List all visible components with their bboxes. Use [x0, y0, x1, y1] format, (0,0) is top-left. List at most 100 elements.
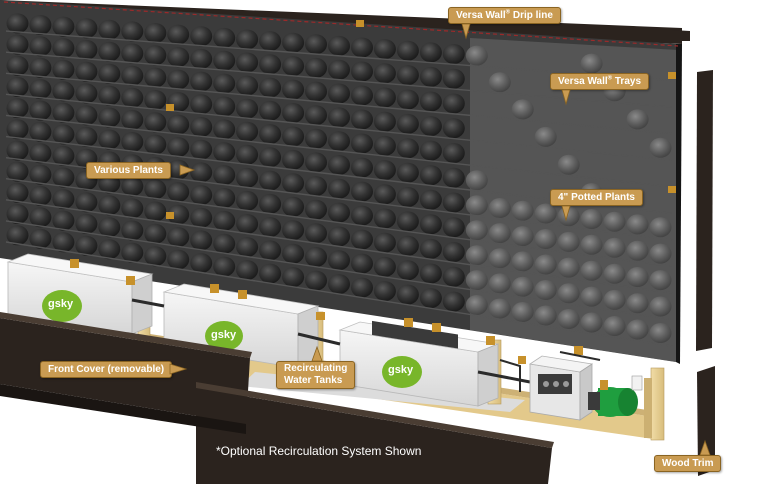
plant-pot	[282, 220, 305, 241]
plant-pot	[52, 16, 75, 37]
plant-pot	[29, 207, 52, 228]
plant-pot	[488, 248, 511, 269]
trays-label: Versa Wall® Trays	[550, 73, 650, 90]
electrical-outlet	[631, 375, 643, 391]
plant-pot	[167, 204, 190, 225]
potted-plants-label: 4" Potted Plants	[550, 189, 643, 206]
plant-pot	[649, 270, 672, 291]
drip-fitting	[668, 186, 676, 193]
plant-pot	[121, 43, 144, 64]
plant-pot	[396, 113, 419, 134]
plant-pot	[373, 160, 396, 181]
tray-shelf	[5, 72, 673, 135]
plant-pot	[29, 185, 52, 206]
plant-pot	[282, 79, 305, 100]
plant-pot	[6, 225, 29, 246]
plant-pot	[144, 90, 167, 110]
plant-pot	[396, 138, 419, 159]
plant-pot	[603, 316, 626, 336]
plant-pot	[580, 53, 603, 74]
plant-pot	[282, 243, 305, 264]
plant-pot	[190, 162, 213, 183]
plant-pot	[442, 266, 465, 287]
plant-pot	[167, 227, 190, 248]
plant-pot	[213, 188, 236, 208]
plant-pot	[534, 229, 557, 249]
plant-pot	[488, 198, 511, 218]
plant-pot	[282, 32, 305, 53]
tray-shelf	[5, 30, 673, 82]
front-cover-label: Front Cover (removable)	[40, 361, 173, 378]
plant-pot	[167, 47, 190, 68]
plant-pot	[603, 289, 626, 310]
plant-pot	[373, 184, 396, 205]
plant-pot	[213, 27, 236, 48]
plant-pot	[396, 260, 419, 281]
plant-pot	[29, 36, 52, 57]
wood-trim-board-upper	[696, 70, 713, 351]
plant-pot	[6, 76, 29, 97]
plant-pot	[305, 128, 327, 149]
plant-pot	[236, 29, 259, 50]
plant-pot	[52, 210, 75, 231]
plant-pot	[259, 263, 282, 284]
plant-pot	[580, 209, 603, 229]
plant-pot	[511, 226, 534, 247]
plant-pot	[328, 131, 350, 152]
plant-pot	[396, 284, 419, 305]
drip-line	[3, 1, 679, 47]
plant-pot	[580, 234, 603, 255]
plant-pot	[98, 195, 121, 216]
plant-pot	[488, 298, 511, 319]
plant-pot	[351, 253, 373, 274]
plant-pot	[144, 246, 167, 267]
plant-pot	[557, 257, 580, 278]
plant-pot	[190, 230, 213, 251]
plant-pot	[29, 164, 52, 185]
plant-pot	[328, 155, 350, 175]
plant-pot	[259, 54, 282, 75]
plant-pot	[419, 189, 442, 210]
plant-pot	[557, 231, 580, 252]
plant-pot	[465, 170, 488, 191]
plant-pot	[6, 204, 29, 224]
plant-pot	[190, 117, 213, 137]
plant-pot	[52, 59, 75, 80]
plant-pot	[29, 121, 52, 142]
plant-pot	[121, 198, 144, 219]
plant-pot	[373, 256, 396, 277]
plant-pot	[213, 165, 236, 186]
plant-pot	[236, 214, 259, 234]
plant-pot	[75, 126, 98, 147]
plant-pot	[305, 223, 327, 244]
plant-pot	[305, 34, 327, 55]
water-pump	[588, 380, 638, 417]
plant-pot	[236, 237, 259, 258]
plant-pot	[259, 31, 282, 52]
plant-pot	[511, 276, 534, 297]
tank-brand-logo: gsky	[388, 364, 414, 376]
plant-pot	[121, 176, 144, 197]
plant-pot	[557, 309, 580, 329]
plant-pot	[419, 263, 442, 284]
plant-pot	[98, 19, 121, 40]
plant-pot	[419, 288, 442, 309]
plant-pot	[98, 85, 121, 106]
plant-pot	[259, 240, 282, 261]
plant-pot	[351, 205, 373, 226]
plant-pot	[603, 237, 626, 258]
plant-pot	[580, 312, 603, 333]
plant-pot	[351, 229, 373, 250]
tank-brand-logo: gsky	[48, 298, 74, 310]
plant-pot	[396, 235, 419, 256]
plant-pot	[236, 98, 259, 119]
plant-pot	[534, 126, 557, 147]
front-cover-lower	[196, 388, 552, 484]
plant-pot	[236, 52, 259, 73]
plant-pot	[488, 223, 511, 244]
plant-pot	[29, 15, 52, 35]
plant-pot	[98, 217, 121, 238]
plant-pot	[190, 94, 213, 115]
plant-pot	[351, 157, 373, 178]
tray-shelf	[5, 51, 673, 108]
